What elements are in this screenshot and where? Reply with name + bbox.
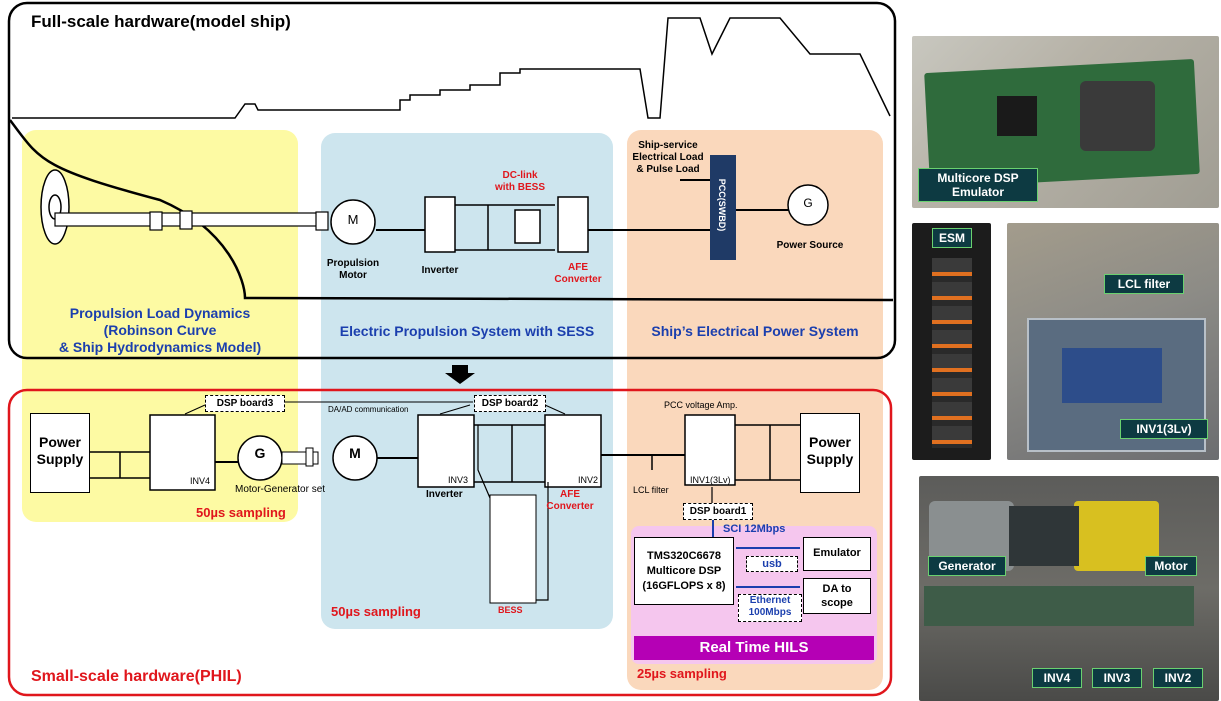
top-generator-symbol: G — [798, 196, 818, 210]
pcc-voltage-amp-label: PCC voltage Amp. — [664, 400, 738, 410]
electric-propulsion-caption: Electric Propulsion System with SESS — [321, 323, 613, 339]
top-inverter-label: Inverter — [415, 265, 465, 276]
da-ad-communication-label: DA/AD communication — [328, 405, 408, 414]
inv2-label: INV2 — [578, 475, 598, 485]
real-time-hils-bar: Real Time HILS — [634, 636, 874, 660]
lcl-filter-label: LCL filter — [633, 485, 669, 495]
dsp-board3: DSP board3 — [205, 395, 285, 412]
pcc-label: PCC(SWBD) — [717, 170, 727, 240]
top-motor-symbol: M — [343, 212, 363, 227]
inv1-photo-label: INV1(3Lv) — [1120, 419, 1208, 439]
inv2-photo-label: INV2 — [1153, 668, 1203, 688]
propulsion-load-caption: Propulsion Load Dynamics (Robinson Curve… — [40, 305, 280, 356]
bottom-afe-label: AFE Converter — [540, 489, 600, 513]
bottom-inverter-label: Inverter — [426, 489, 463, 500]
motor-generator-set-label: Motor-Generator set — [235, 484, 325, 495]
propulsion-motor-label: Propulsion Motor — [320, 258, 386, 282]
lcl-filter-photo-label: LCL filter — [1104, 274, 1184, 294]
inv4-photo-label: INV4 — [1032, 668, 1082, 688]
bess-label: BESS — [498, 605, 523, 615]
power-source-label: Power Source — [773, 240, 847, 251]
tms-dsp-box: TMS320C6678 Multicore DSP (16GFLOPS x 8) — [634, 537, 734, 605]
inv3-photo-label: INV3 — [1092, 668, 1142, 688]
dsp-board2: DSP board2 — [474, 395, 546, 412]
top-afe-label: AFE Converter — [548, 262, 608, 286]
ethernet-label: Ethernet 100Mbps — [738, 594, 802, 622]
lcl-inv1-photo: LCL filter INV1(3Lv) — [1007, 223, 1219, 460]
dsp-emulator-photo: Multicore DSP Emulator — [912, 36, 1219, 208]
motor-photo-label: Motor — [1145, 556, 1197, 576]
power-supply-right: Power Supply — [800, 413, 860, 493]
inv1-label: INV1(3Lv) — [690, 475, 731, 485]
sampling-50-mid: 50µs sampling — [331, 604, 421, 619]
sci-link-label: SCI 12Mbps — [723, 523, 785, 535]
power-supply-left: Power Supply — [30, 413, 90, 493]
sampling-50-left: 50µs sampling — [196, 505, 286, 520]
small-scale-title: Small-scale hardware(PHIL) — [31, 668, 242, 686]
emulator-box: Emulator — [803, 537, 871, 571]
inv4-label: INV4 — [190, 476, 210, 486]
full-scale-title: Full-scale hardware(model ship) — [31, 12, 291, 32]
dsp-board1: DSP board1 — [683, 503, 753, 520]
motor-generator-photo: Generator Motor INV4 INV3 INV2 — [919, 476, 1219, 701]
bottom-motor-symbol: M — [345, 445, 365, 461]
ship-power-caption: Ship’s Electrical Power System — [627, 323, 883, 339]
generator-photo-label: Generator — [928, 556, 1006, 576]
ship-service-load-label: Ship-service Electrical Load & Pulse Loa… — [628, 140, 708, 176]
usb-label: usb — [746, 556, 798, 572]
sampling-25: 25µs sampling — [637, 666, 727, 681]
esm-photo-label: ESM — [932, 228, 972, 248]
da-to-scope-box: DA to scope — [803, 578, 871, 614]
bottom-generator-symbol: G — [250, 445, 270, 461]
esm-photo: ESM — [912, 223, 991, 460]
inv3-label: INV3 — [448, 475, 468, 485]
dc-link-label: DC-link with BESS — [490, 170, 550, 194]
dsp-emulator-photo-label: Multicore DSP Emulator — [918, 168, 1038, 202]
